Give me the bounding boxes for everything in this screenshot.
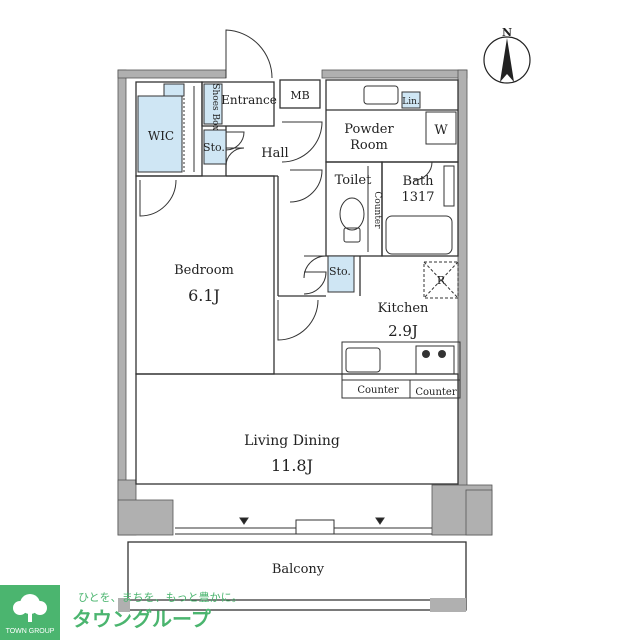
toilet-counter-label: Counter (372, 191, 382, 229)
storage-areas (137, 83, 421, 293)
toilet-label: Toilet (335, 173, 372, 188)
kitchen-counter (341, 341, 461, 399)
washer-label: W (434, 123, 448, 138)
wic-label: WIC (148, 129, 174, 143)
refrigerator-icon (423, 261, 459, 299)
bath-shelf (443, 165, 455, 207)
brand-name: タウングループ (72, 607, 212, 631)
balcony-label: Balcony (272, 562, 325, 577)
kitchen-storage-label: Sto. (329, 265, 351, 278)
hall-label: Hall (261, 146, 288, 161)
balcony-edge-left (118, 598, 130, 612)
brand-tagline: ひとを、まちを、もっと豊かに。 (78, 591, 243, 604)
shoes-box-label: Shoes Box (210, 83, 220, 130)
bedroom-size-label: 6.1J (188, 286, 220, 305)
outer-walls (117, 69, 493, 536)
door-swings (139, 29, 433, 341)
bath-label: Bath (403, 174, 435, 189)
kitchen-label: Kitchen (378, 301, 429, 316)
interior-walls (127, 79, 467, 611)
balcony-edge (430, 598, 466, 612)
powder-room-label-1: Powder (344, 122, 394, 137)
counter-label-1: Counter (357, 385, 398, 396)
powder-room-label-2: Room (350, 138, 388, 153)
washer-box (425, 111, 457, 145)
mb-label: MB (290, 89, 309, 102)
stove-burners-icon (422, 350, 446, 358)
living-dining-size-label: 11.8J (271, 456, 313, 475)
town-group-logo-text: TOWN GROUP (6, 628, 55, 635)
north-compass: N (483, 26, 531, 84)
kitchen-size-label: 2.9J (388, 322, 418, 340)
brand-logo: TOWN GROUP (0, 585, 60, 640)
toilet-icon (339, 197, 365, 243)
counter-label-2: Counter (415, 387, 456, 398)
bath-size-label: 1317 (401, 190, 434, 205)
hall-storage-label: Sto. (203, 141, 225, 154)
bathtub-icon (385, 215, 453, 255)
entrance-label: Entrance (221, 93, 277, 107)
refrigerator-label: R (437, 274, 446, 287)
compass-north-label: N (502, 26, 512, 39)
vanity-sink-icon (363, 85, 399, 105)
living-dining-label: Living Dining (244, 433, 340, 449)
bedroom-label: Bedroom (174, 263, 234, 278)
tree-icon (13, 594, 47, 622)
window-sashes (175, 517, 432, 535)
linen-label: Lin. (402, 97, 420, 107)
